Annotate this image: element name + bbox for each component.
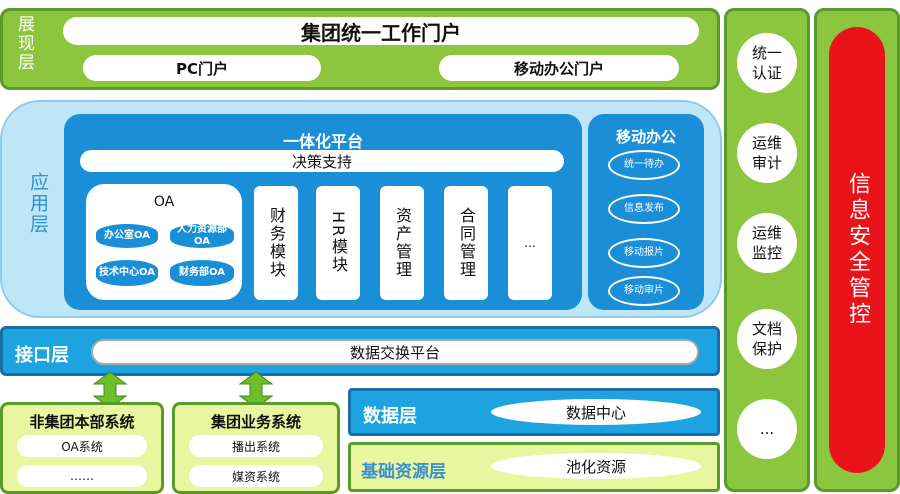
interface-layer-label: 接口层 (15, 345, 69, 366)
mobile-item[interactable]: 信息发布 (608, 194, 680, 224)
infrastructure-layer-label: 基础资源层 (361, 462, 446, 482)
double-arrow-icon (92, 372, 128, 408)
oa-item[interactable]: 技术中心OA (94, 258, 160, 288)
mobile-office-title: 移动办公 (615, 128, 676, 146)
data-center[interactable]: 数据中心 (491, 399, 701, 425)
decision-support[interactable]: 决策支持 (80, 150, 564, 172)
application-layer: 应用层 一体化平台 决策支持 OA 办公室OA 人力资源部OA 技术中心OA 财… (0, 100, 722, 318)
module-contracts[interactable]: 合同管理 (444, 186, 488, 300)
group-business-systems-title: 集团业务系统 (210, 413, 301, 431)
mobile-office: 移动办公 统一待办 信息发布 移动报片 移动审片 (588, 114, 704, 310)
security-bar[interactable]: 信息安全管控 (829, 27, 885, 473)
oa-box: OA 办公室OA 人力资源部OA 技术中心OA 财务部OA (86, 184, 242, 300)
infrastructure-layer: 基础资源层 池化资源 (348, 442, 720, 492)
interface-layer: 接口层 数据交换平台 (0, 326, 720, 376)
mobile-item[interactable]: 移动报片 (608, 238, 680, 268)
group-portal-title[interactable]: 集团统一工作门户 (63, 17, 699, 45)
module-hr[interactable]: HR模块 (316, 186, 360, 300)
system-item[interactable]: 播出系统 (189, 435, 323, 457)
presentation-layer-label: 展现层 (14, 15, 34, 72)
system-item[interactable]: 媒资系统 (189, 465, 323, 487)
data-exchange-platform[interactable]: 数据交换平台 (91, 339, 699, 365)
integrated-platform: 一体化平台 决策支持 OA 办公室OA 人力资源部OA 技术中心OA 财务部OA… (64, 114, 582, 310)
side-item[interactable]: 文档保护 (737, 309, 797, 369)
oa-item[interactable]: 财务部OA (168, 258, 236, 288)
security-column: 信息安全管控 (814, 8, 900, 492)
oa-title: OA (153, 194, 175, 210)
data-layer-label: 数据层 (363, 406, 417, 427)
side-item[interactable]: ... (737, 399, 797, 459)
oa-item[interactable]: 人力资源部OA (168, 222, 236, 250)
application-layer-label: 应用层 (27, 172, 49, 235)
module-more[interactable]: ... (508, 186, 552, 300)
oa-item[interactable]: 办公室OA (94, 222, 160, 250)
mobile-item[interactable]: 移动审片 (608, 276, 680, 306)
group-business-systems: 集团业务系统 播出系统 媒资系统 (172, 402, 340, 494)
system-item[interactable]: …… (17, 465, 147, 487)
double-arrow-icon (238, 372, 274, 408)
platform-title: 一体化平台 (282, 132, 363, 151)
mobile-portal[interactable]: 移动办公门户 (439, 55, 679, 81)
side-item[interactable]: 运维监控 (737, 213, 797, 273)
presentation-layer: 展现层 集团统一工作门户 PC门户 移动办公门户 (0, 8, 720, 90)
side-item[interactable]: 统一认证 (737, 33, 797, 93)
security-label: 信息安全管控 (845, 172, 870, 328)
side-column: 统一认证 运维审计 运维监控 文档保护 ... (724, 8, 810, 492)
pooled-resources[interactable]: 池化资源 (491, 453, 701, 479)
pc-portal[interactable]: PC门户 (83, 55, 321, 81)
system-item[interactable]: OA系统 (17, 435, 147, 457)
mobile-item[interactable]: 统一待办 (608, 150, 680, 180)
module-assets[interactable]: 资产管理 (380, 186, 424, 300)
non-group-systems-title: 非集团本部系统 (29, 413, 135, 431)
module-finance[interactable]: 财务模块 (254, 186, 298, 300)
data-layer: 数据层 数据中心 (348, 388, 720, 436)
side-item[interactable]: 运维审计 (737, 123, 797, 183)
non-group-systems: 非集团本部系统 OA系统 …… (0, 402, 164, 494)
